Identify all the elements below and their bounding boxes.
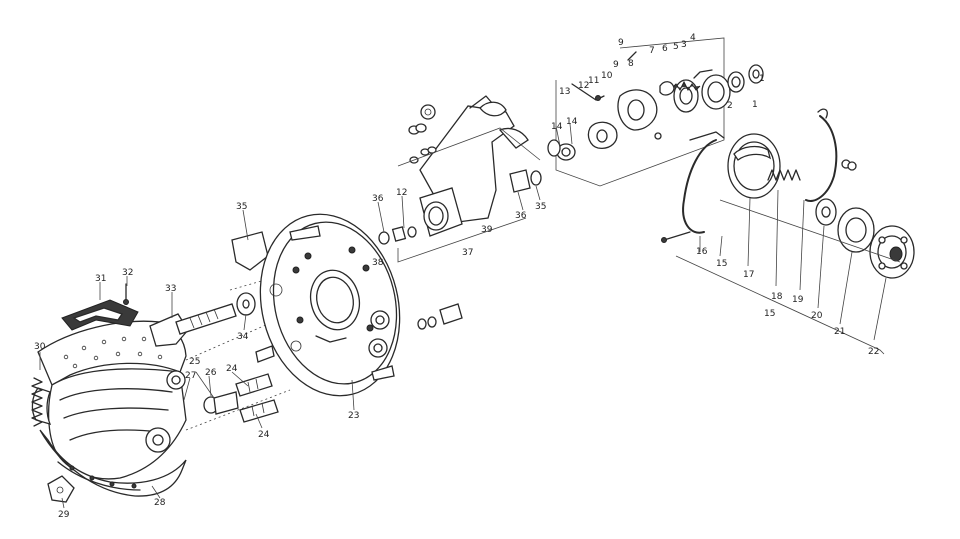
return-spring (31, 377, 43, 427)
bearing-housing (701, 74, 731, 110)
brake-drum (727, 133, 781, 199)
label-19: 19 (792, 295, 804, 305)
cam-washer (587, 121, 618, 149)
anchor-pin (175, 303, 237, 335)
label-21: 21 (834, 327, 845, 337)
label-1b: 1 (759, 74, 765, 84)
splined-sleeve (673, 79, 699, 113)
label-35: 35 (236, 202, 247, 212)
drum-hub-group (661, 108, 915, 355)
label-10: 10 (601, 71, 613, 81)
cam-lever (617, 89, 658, 131)
label-38: 38 (372, 258, 384, 268)
retaining-spring (805, 115, 838, 202)
label-36b: 36 (515, 211, 527, 221)
label-leaders (39, 123, 887, 509)
wheel-cylinder-bore (423, 201, 449, 231)
label-3: 3 (681, 40, 687, 50)
label-27: 27 (185, 371, 196, 381)
brake-cable-arc (682, 139, 717, 234)
label-16: 16 (696, 247, 708, 257)
label-36a: 36 (372, 194, 384, 204)
label-12b: 12 (396, 188, 407, 198)
brake-shoe-web (48, 368, 187, 480)
label-11: 11 (588, 76, 599, 86)
label-31: 31 (95, 274, 106, 284)
label-18a: 18 (771, 292, 783, 302)
label-20: 20 (811, 311, 823, 321)
label-37: 37 (462, 248, 473, 258)
cam-lever-group (547, 37, 764, 187)
label-15b: 15 (764, 309, 775, 319)
adjuster-screw-upper (235, 373, 273, 397)
label-35b: 35 (535, 202, 546, 212)
wheel-hub (837, 207, 875, 253)
label-8: 8 (628, 59, 634, 69)
cylinder-piston (391, 226, 407, 242)
label-29: 29 (58, 510, 70, 520)
label-13: 13 (559, 87, 570, 97)
label-5: 5 (673, 42, 679, 52)
hub-washer (815, 198, 837, 226)
label-28: 28 (154, 498, 166, 508)
label-34: 34 (237, 332, 249, 342)
label-9: 9 (618, 38, 624, 48)
label-25: 25 (189, 357, 200, 367)
drum-coil-spring (767, 169, 801, 181)
knuckle-nut (420, 104, 436, 120)
label-33: 33 (165, 284, 176, 294)
label-12: 12 (578, 81, 589, 91)
brake-lining-upper (37, 320, 187, 386)
label-2: 2 (727, 101, 733, 111)
label-14b: 14 (566, 117, 578, 127)
label-6: 6 (662, 44, 668, 54)
snap-ring-1 (748, 64, 764, 84)
label-24b: 24 (258, 430, 270, 440)
snap-ring-2 (727, 71, 745, 93)
label-24a: 24 (226, 364, 238, 374)
label-17: 17 (743, 270, 754, 280)
hold-down-clip (47, 475, 75, 503)
label-39: 39 (481, 225, 493, 235)
bleeder-bolt (255, 345, 275, 363)
label-32: 32 (122, 268, 133, 278)
label-9b: 9 (613, 60, 619, 70)
backing-plate (259, 213, 401, 397)
label-4: 4 (690, 33, 696, 43)
label-1a: 1 (752, 100, 758, 110)
cylinder-cup (378, 231, 390, 245)
adjuster-screw-lower (239, 399, 279, 423)
part-number-labels: 1 1 2 3 4 5 6 7 8 9 9 10 11 12 13 14 14 … (34, 33, 879, 520)
plate-bolts (417, 303, 463, 330)
label-23: 23 (348, 411, 359, 421)
label-26: 26 (205, 368, 217, 378)
label-7: 7 (649, 46, 655, 56)
label-14a: 14 (551, 122, 563, 132)
label-15a: 15 (716, 259, 727, 269)
label-22: 22 (868, 347, 879, 357)
label-30: 30 (34, 342, 46, 352)
piston-right (509, 169, 531, 193)
brake-shoe-assembly (31, 231, 301, 503)
wheel-cylinder-assembly (378, 95, 542, 263)
cover-plate (231, 231, 269, 271)
